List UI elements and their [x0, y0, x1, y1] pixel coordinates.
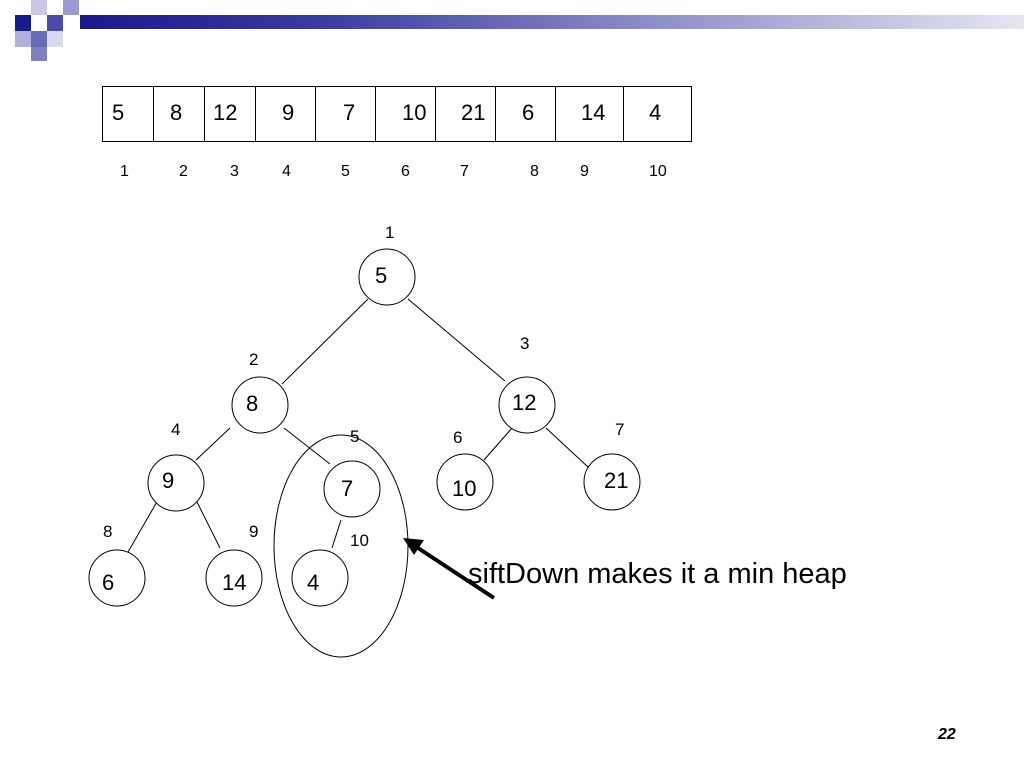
tree-node-index: 6 [453, 428, 463, 447]
tree-edge [195, 427, 231, 461]
highlight-ellipse [273, 434, 409, 658]
array-cell-value: 8 [170, 100, 183, 125]
tree-node-value: 12 [512, 390, 537, 415]
tree-node-circle [358, 248, 416, 306]
array-index-label: 2 [179, 163, 188, 180]
caption-text: siftDown makes it a min heap [468, 558, 847, 590]
tree-node-circle [323, 460, 381, 518]
array-cell-value: 7 [343, 100, 356, 125]
tree-node-index: 7 [615, 420, 625, 439]
header-square-icon [47, 15, 63, 31]
array-cell-divider [555, 87, 556, 141]
tree-node-circle [498, 376, 556, 434]
tree-edge [127, 499, 159, 553]
tree-node-value: 14 [222, 570, 247, 595]
tree-node-index: 2 [249, 350, 259, 369]
tree-node-index: 5 [350, 427, 360, 446]
header-square-icon [15, 15, 31, 31]
tree-node-value: 8 [246, 391, 259, 416]
arrow [403, 538, 496, 600]
array-cell-divider [153, 87, 154, 141]
tree-node-index: 10 [350, 531, 369, 550]
array-cell-divider [623, 87, 624, 141]
tree-node-index: 3 [520, 334, 530, 353]
header-square-icon [31, 31, 47, 47]
tree-node-value: 7 [341, 476, 354, 501]
array-cell-value: 12 [213, 100, 238, 125]
arrow-head-icon [403, 538, 424, 555]
tree-edge [283, 427, 331, 465]
tree-edge [545, 427, 589, 468]
array-index-label: 6 [401, 163, 410, 180]
array-cell-value: 14 [581, 100, 606, 125]
header-square-icon [31, 0, 47, 15]
tree-node-value: 4 [307, 570, 320, 595]
tree-node-index: 8 [103, 522, 113, 541]
tree-node-value: 5 [375, 263, 388, 288]
tree-node-circle [147, 454, 205, 512]
array-cell-value: 5 [112, 100, 125, 125]
array-cell-value: 9 [282, 100, 295, 125]
heap-array: 5 8 12 9 7 10 21 6 14 4 [102, 86, 692, 142]
array-index-label: 4 [282, 163, 291, 180]
tree-node-index: 4 [171, 420, 181, 439]
header-gradient-bar [80, 15, 1024, 29]
tree-node-value: 10 [452, 476, 477, 501]
tree-node-circle [231, 376, 289, 434]
tree-node-value: 6 [102, 570, 115, 595]
tree-node-circle [583, 453, 641, 511]
array-cell-value: 4 [649, 100, 662, 125]
array-cell-value: 21 [461, 100, 486, 125]
tree-node-value: 9 [162, 468, 175, 493]
array-index-label: 1 [120, 163, 129, 180]
array-index-label: 3 [230, 163, 239, 180]
tree-node-circle [88, 549, 146, 607]
array-index-label: 8 [530, 163, 539, 180]
array-cell-divider [495, 87, 496, 141]
tree-node-circle [205, 549, 263, 607]
page-number: 22 [938, 726, 956, 743]
tree-edge [407, 298, 506, 382]
tree-node-index: 1 [385, 223, 395, 242]
tree-edge [483, 427, 513, 461]
array-cell-divider [315, 87, 316, 141]
array-index-label: 7 [460, 163, 469, 180]
header-square-icon [31, 47, 47, 61]
tree-edge [331, 519, 342, 549]
header-square-icon [47, 31, 63, 47]
array-cell-divider [255, 87, 256, 141]
tree-edge [281, 298, 369, 385]
tree-node-circle [436, 453, 494, 511]
tree-edge [195, 499, 221, 549]
tree-node-value: 21 [604, 468, 629, 493]
array-cell-value: 10 [402, 100, 427, 125]
header-square-icon [63, 0, 79, 15]
array-cell-divider [204, 87, 205, 141]
array-cell-value: 6 [522, 100, 535, 125]
array-index-label: 9 [580, 163, 589, 180]
array-cell-divider [435, 87, 436, 141]
header-square-icon [15, 31, 31, 47]
array-index-label: 10 [649, 163, 667, 180]
tree-node-index: 9 [249, 522, 259, 541]
array-index-label: 5 [341, 163, 350, 180]
tree-node-circle [291, 549, 349, 607]
array-cell-divider [375, 87, 376, 141]
